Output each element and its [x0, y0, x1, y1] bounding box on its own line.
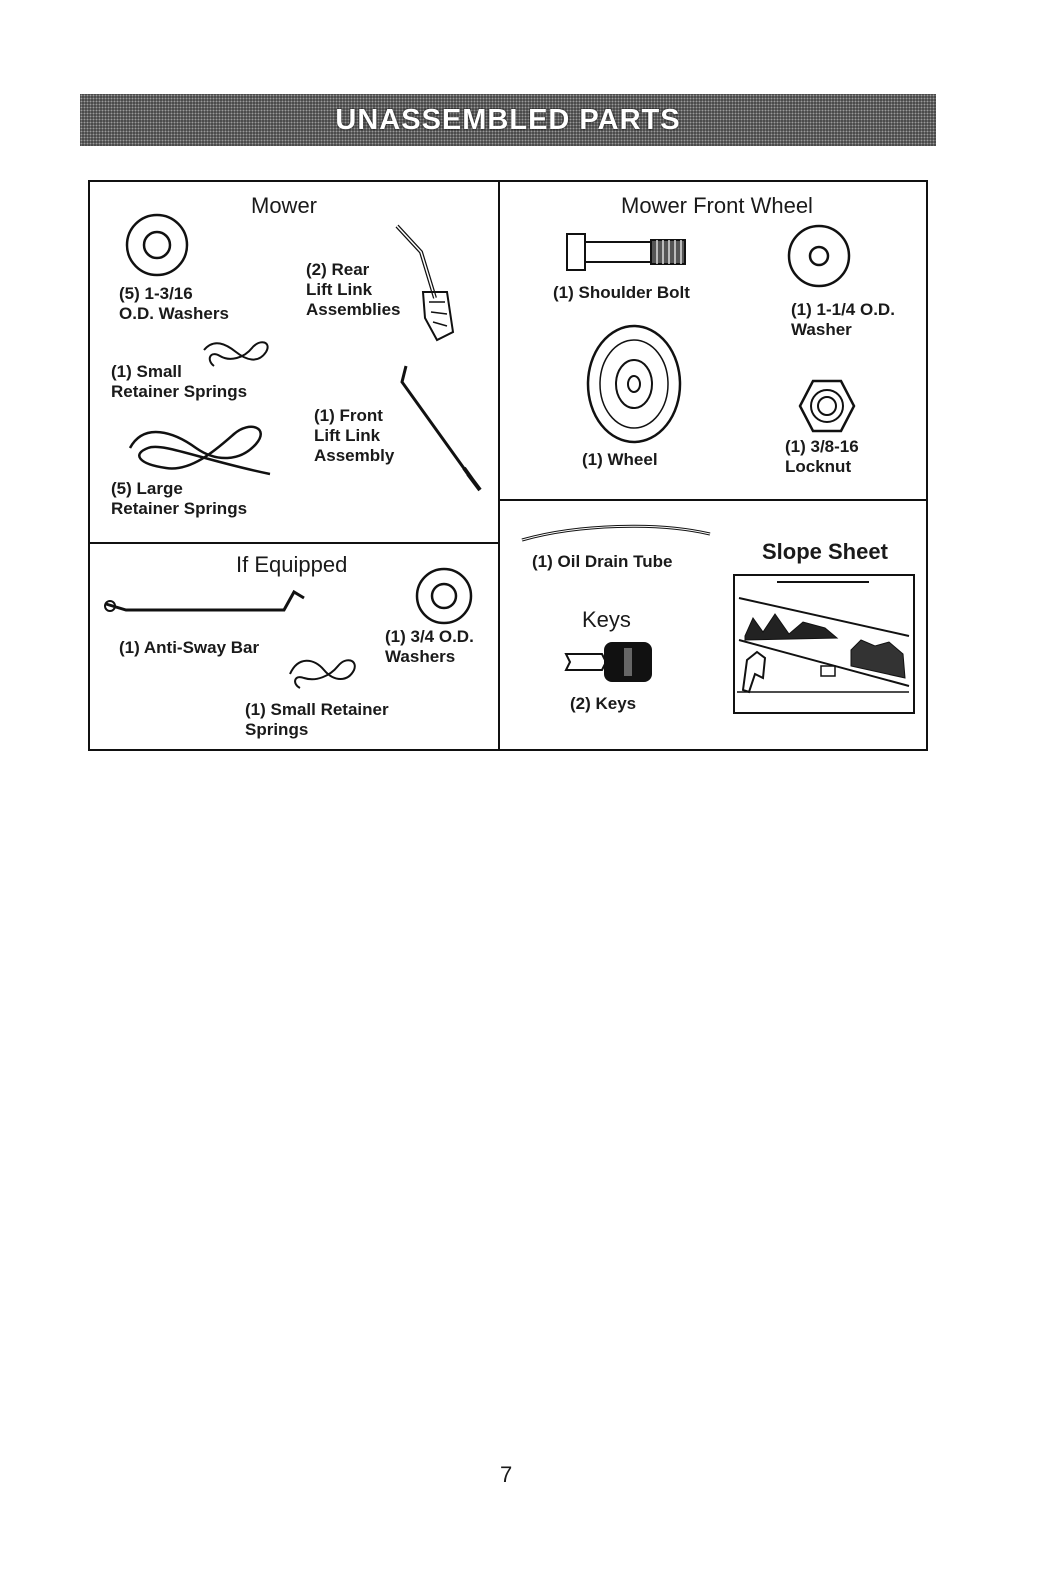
mower-washers-label: (5) 1-3/16 O.D. Washers [119, 284, 229, 323]
front-wheel-heading: Mower Front Wheel [621, 193, 813, 218]
anti-sway-bar-label: (1) Anti-Sway Bar [119, 638, 260, 657]
washer-icon [125, 213, 189, 277]
equipped-washer-icon [415, 567, 473, 625]
anti-sway-bar-icon [104, 589, 305, 612]
mower-small-springs-label: (1) Small Retainer Springs [111, 362, 248, 401]
keys-label: (2) Keys [570, 694, 637, 713]
divider-vertical [498, 180, 500, 751]
page-number: 7 [500, 1462, 513, 1487]
front-lift-link-label: (1) Front Lift Link Assembly [314, 406, 395, 465]
shoulder-bolt-icon [566, 233, 686, 271]
keys-heading: Keys [582, 607, 631, 632]
locknut-icon [798, 379, 856, 433]
rear-lift-link-label: (2) Rear Lift Link Assemblies [306, 260, 401, 319]
equipped-small-spring-icon [289, 659, 356, 689]
small-spring-icon [203, 341, 269, 367]
wheel-label: (1) Wheel [582, 450, 658, 469]
large-spring-icon [128, 425, 271, 476]
rear-lift-link-icon [395, 224, 455, 342]
mower-large-springs-label: (5) Large Retainer Springs [111, 479, 248, 518]
front-washer-label: (1) 1-1/4 O.D. Washer [791, 300, 895, 339]
divider-right [500, 499, 928, 501]
mower-heading: Mower [251, 193, 318, 218]
locknut-label: (1) 3/8-16 Locknut [785, 437, 859, 476]
slope-sheet-icon [733, 574, 915, 714]
section-banner: UNASSEMBLED PARTS [80, 94, 936, 146]
oil-drain-tube-icon [521, 524, 711, 542]
slope-sheet-heading: Slope Sheet [762, 539, 888, 564]
if-equipped-heading: If Equipped [236, 552, 348, 577]
parts-frame [88, 180, 928, 751]
front-washer-icon [787, 224, 851, 288]
equipped-washers-label: (1) 3/4 O.D. Washers [385, 627, 474, 666]
banner-title: UNASSEMBLED PARTS [335, 103, 681, 136]
key-icon [564, 642, 652, 682]
equipped-small-springs-label: (1) Small Retainer Springs [245, 700, 389, 739]
divider-left [88, 542, 500, 544]
oil-drain-tube-label: (1) Oil Drain Tube [532, 552, 673, 571]
wheel-icon [586, 324, 682, 444]
front-lift-link-icon [400, 365, 482, 492]
shoulder-bolt-label: (1) Shoulder Bolt [553, 283, 690, 302]
